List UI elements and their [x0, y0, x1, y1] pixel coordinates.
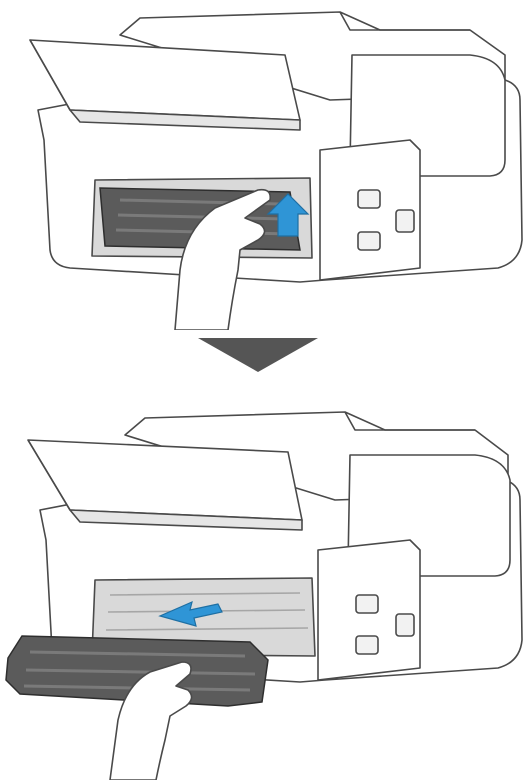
- transition-arrow: [0, 330, 531, 390]
- printer-rear-view-1: [0, 0, 531, 330]
- step-2-illustration: [0, 390, 531, 780]
- printer-rear-view-2: [0, 390, 531, 780]
- step-1-illustration: [0, 0, 531, 330]
- down-triangle-icon: [0, 330, 531, 390]
